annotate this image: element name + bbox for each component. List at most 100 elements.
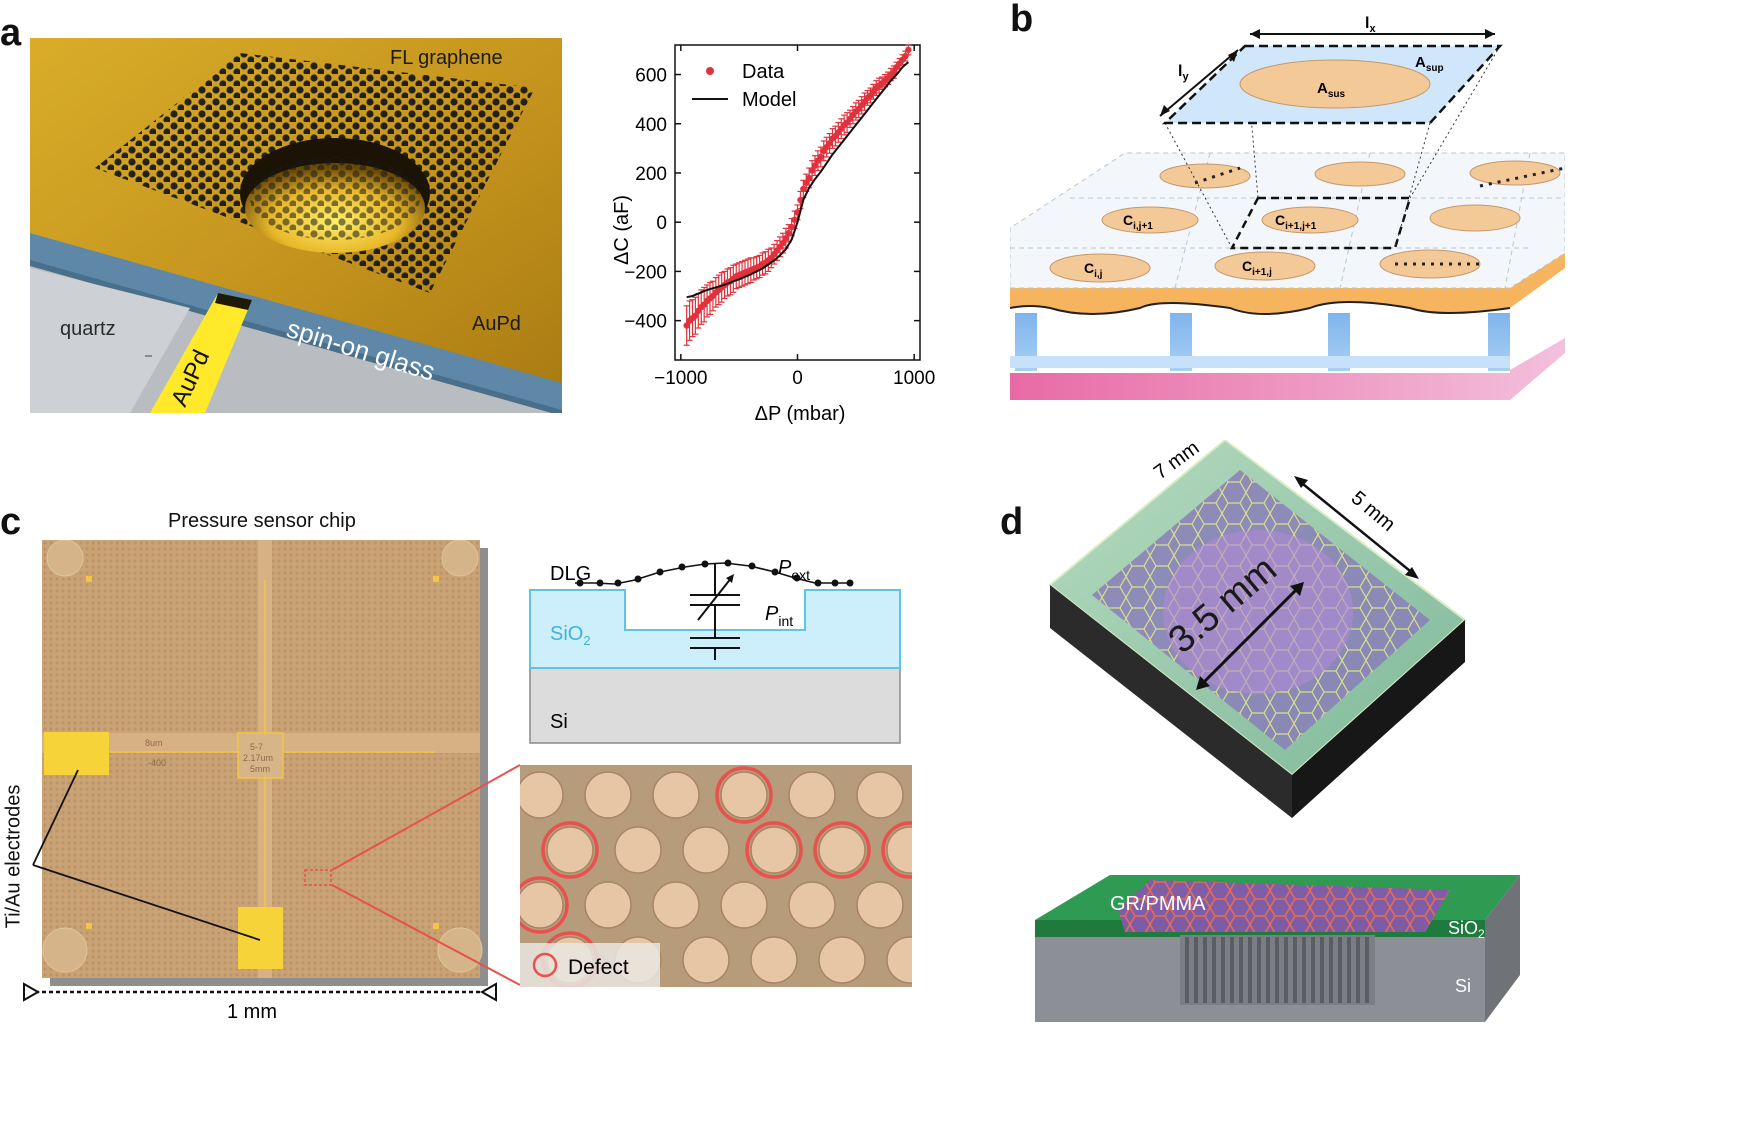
y-tick-label: −400 — [624, 312, 667, 333]
data-point — [817, 153, 825, 161]
data-point — [811, 162, 819, 169]
data-point — [890, 68, 897, 76]
defect-label: Defect — [568, 956, 629, 979]
svg-text:Pext: Pext — [778, 557, 810, 583]
suspended-region — [1163, 530, 1353, 694]
y-tick-label: 400 — [635, 115, 667, 136]
membrane-hole — [856, 881, 904, 929]
dim-5mm-label: 5 mm — [1347, 487, 1399, 536]
chip-title: Pressure sensor chip — [168, 510, 356, 532]
svg-text:8um: 8um — [145, 738, 163, 748]
defect-region-box — [304, 869, 332, 886]
sio2-label-d: SiO — [1448, 918, 1478, 938]
defect-ring — [813, 821, 871, 879]
electrodes-label: Ti/Au electrodes — [2, 784, 25, 929]
membrane-hole — [682, 826, 730, 874]
svg-text:-400: -400 — [148, 758, 166, 768]
membrane-hole — [788, 771, 836, 819]
data-point — [805, 174, 813, 182]
data-point — [808, 167, 816, 174]
si-substrate — [529, 667, 901, 744]
membrane-hole — [652, 881, 700, 929]
gr-pmma-label: GR/PMMA — [1110, 893, 1206, 915]
data-point — [782, 234, 790, 242]
membrane-hole — [750, 936, 798, 984]
x-tick-label: 1000 — [893, 368, 935, 389]
defect-micrograph: Defect — [520, 765, 912, 987]
ly-label: l — [1178, 63, 1182, 80]
aupd-strip — [150, 293, 252, 413]
membrane-hole — [584, 881, 632, 929]
membrane-hole — [584, 771, 632, 819]
cell-row-dotted — [1379, 249, 1481, 279]
svg-text:Ci,j: Ci,j — [1084, 260, 1103, 280]
data-point — [902, 52, 909, 60]
defect-ring — [881, 821, 912, 879]
defect-legend-marker — [532, 952, 558, 978]
width-arrow — [1297, 479, 1416, 576]
data-point — [791, 216, 798, 223]
fl-graphene-label: FL graphene — [390, 47, 503, 69]
svg-text:lx: lx — [1365, 15, 1376, 35]
asus-label: A — [1317, 80, 1328, 97]
svg-text:Asus: Asus — [1317, 80, 1346, 100]
electrode-pad-bottom — [238, 907, 283, 969]
c-i1j-label: C — [1242, 258, 1252, 274]
membrane-hole — [818, 936, 866, 984]
legend-data-label: Data — [742, 61, 785, 83]
zoom-connector-lines — [331, 764, 521, 986]
etched-holes — [1180, 935, 1375, 1005]
panel-d-device-illustration: 7 mm 5 mm 3.5 mm GR/PMMA SiO2 Si — [1035, 440, 1520, 1022]
data-point — [826, 140, 833, 147]
svg-text:Pint: Pint — [765, 603, 793, 629]
membrane-layer — [1010, 253, 1565, 314]
svg-text:Ci,j+1: Ci,j+1 — [1123, 212, 1153, 232]
dlg-atoms — [576, 559, 854, 587]
svg-text:2.17um: 2.17um — [243, 753, 273, 763]
panel-b-array-schematic: lx ly Asus Asup Ci,j+1 Ci+1,j+1 Ci,j Ci+… — [1010, 15, 1565, 400]
panel-letter-b: b — [1010, 0, 1034, 40]
membrane-hole — [750, 826, 798, 874]
svg-text:5-7: 5-7 — [250, 742, 263, 752]
p-int-label: P — [765, 603, 779, 625]
svg-text:SiO2: SiO2 — [550, 623, 591, 648]
y-axis-label: ΔC (aF) — [611, 195, 633, 265]
membrane-hole — [720, 881, 768, 929]
cell-i1j1 — [1261, 206, 1359, 234]
si-label-d: Si — [1455, 976, 1471, 996]
membrane-hole — [856, 771, 904, 819]
model-line — [686, 61, 909, 299]
membrane-hole — [546, 826, 594, 874]
asup-label: A — [1415, 54, 1426, 71]
x-tick-label: 0 — [792, 368, 803, 389]
dlg-label: DLG — [550, 563, 591, 585]
x-tick-label: −1000 — [654, 368, 707, 389]
svg-text:Ci+1,j+1: Ci+1,j+1 — [1275, 212, 1317, 232]
y-tick-label: −200 — [624, 262, 667, 283]
quartz-substrate — [30, 268, 190, 413]
sensor-cross-section: DLG Pext Pint SiO2 Si — [529, 557, 901, 744]
defect-ring — [715, 766, 773, 824]
panel-letter-d: d — [1000, 501, 1024, 543]
cell-i1j — [1214, 251, 1316, 281]
p-ext-label: P — [778, 557, 792, 579]
scale-bar-label: 1 mm — [227, 1001, 277, 1020]
svg-text:ly: ly — [1178, 63, 1189, 83]
membrane-hole — [886, 826, 912, 874]
c-i1j1-label: C — [1275, 212, 1285, 228]
data-point — [785, 230, 792, 237]
sio2-layer — [529, 589, 901, 669]
lx-label: l — [1365, 15, 1369, 32]
legend-data-marker — [706, 67, 714, 75]
substrate-layer — [1010, 338, 1565, 400]
c-ij1-label: C — [1123, 212, 1133, 228]
data-point — [683, 322, 690, 329]
defect-ring — [520, 876, 569, 934]
membrane-hole — [818, 826, 866, 874]
y-tick-label: 200 — [635, 164, 667, 185]
svg-text:5mm: 5mm — [250, 764, 270, 774]
panel-letter-c: c — [0, 501, 22, 543]
data-point — [803, 179, 810, 187]
x-axis-label: ΔP (mbar) — [755, 403, 846, 425]
aupd-label: AuPd — [472, 313, 521, 335]
